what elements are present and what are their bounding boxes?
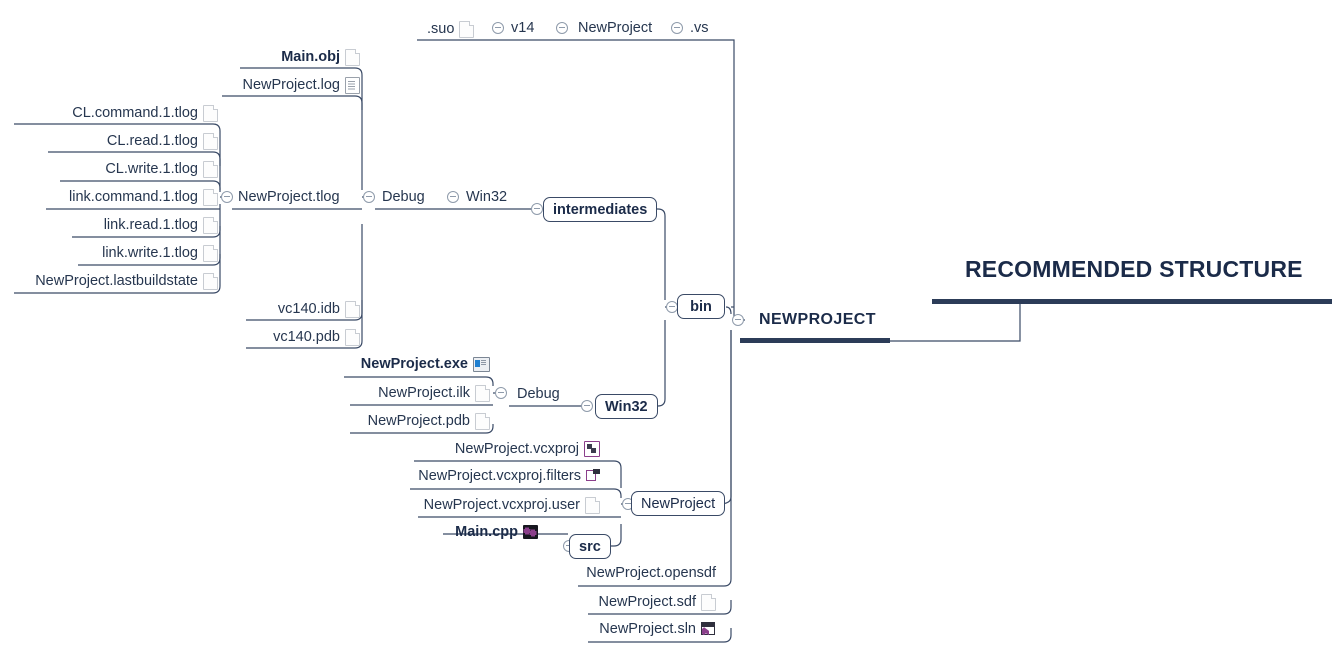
leaf-newproject-exe[interactable]: NewProject.exe — [300, 357, 490, 372]
leaf-label: CL.command.1.tlog — [72, 105, 198, 122]
leaf-newproject-log[interactable]: NewProject.log — [180, 77, 360, 94]
node-v14[interactable]: v14 — [511, 20, 535, 36]
node-src[interactable]: src — [569, 534, 611, 559]
node-vs-newproject[interactable]: NewProject — [578, 20, 653, 36]
leaf-label: NewProject.lastbuildstate — [35, 273, 198, 290]
node-win32-top[interactable]: Win32 — [466, 189, 508, 205]
collapse-toggle-tlog-group[interactable] — [221, 191, 233, 203]
node-newproject-folder[interactable]: NewProject — [631, 491, 726, 516]
collapse-toggle-newproject-tlog[interactable] — [363, 191, 375, 203]
root-node-title[interactable]: NEWPROJECT — [759, 311, 876, 328]
page-icon — [345, 301, 360, 318]
collapse-toggle-debug-top[interactable] — [447, 191, 459, 203]
collapse-toggle-vs-newproject[interactable] — [671, 22, 683, 34]
node-debug-top[interactable]: Debug — [382, 189, 425, 205]
page-icon — [203, 217, 218, 234]
page-icon — [459, 21, 475, 38]
collapse-toggle-debug-bin[interactable] — [495, 387, 507, 399]
page-icon — [345, 329, 360, 346]
leaf-label: NewProject.vcxproj — [454, 440, 579, 457]
page-icon — [585, 497, 600, 514]
leaf-label: link.read.1.tlog — [103, 217, 198, 234]
leaf-label: NewProject.exe — [360, 356, 468, 373]
leaf-cl-write-tlog[interactable]: CL.write.1.tlog — [20, 161, 218, 178]
leaf-link-command-tlog[interactable]: link.command.1.tlog — [20, 189, 218, 206]
newproject-underline-bar — [740, 338, 890, 343]
node-debug-bin[interactable]: Debug — [517, 386, 560, 402]
leaf-label: NewProject.pdb — [367, 413, 470, 430]
leaf-vcxproj-user[interactable]: NewProject.vcxproj.user — [390, 497, 600, 514]
leaf-label: vc140.idb — [277, 301, 340, 318]
leaf-label: NewProject.sln — [599, 621, 696, 637]
collapse-toggle-suo[interactable] — [492, 22, 504, 34]
structure-underline-bar — [932, 299, 1332, 304]
node-win32-bin[interactable]: Win32 — [595, 394, 658, 419]
leaf-label: NewProject.sdf — [598, 594, 696, 611]
leaf-cl-read-tlog[interactable]: CL.read.1.tlog — [20, 133, 218, 150]
leaf-lastbuildstate[interactable]: NewProject.lastbuildstate — [20, 273, 218, 290]
leaf-opensdf[interactable]: NewProject.opensdf — [520, 566, 716, 581]
leaf-label: NewProject.ilk — [378, 385, 470, 402]
leaf-label: Main.obj — [281, 49, 340, 66]
collapse-toggle-root[interactable] — [732, 314, 744, 326]
collapse-toggle-win32-bin[interactable] — [581, 400, 593, 412]
exe-icon — [473, 357, 490, 372]
page-title: RECOMMENDED STRUCTURE — [965, 256, 1303, 282]
leaf-vcxproj-filters[interactable]: NewProject.vcxproj.filters — [390, 468, 600, 484]
leaf-newproject-pdb[interactable]: NewProject.pdb — [300, 413, 490, 430]
vcxproj-icon — [584, 441, 600, 457]
leaf-label: NewProject.vcxproj.user — [423, 497, 580, 514]
leaf-main-obj[interactable]: Main.obj — [180, 49, 360, 66]
node-newproject-tlog[interactable]: NewProject.tlog — [238, 189, 340, 205]
leaf-label: CL.read.1.tlog — [106, 133, 198, 150]
leaf-vc140-idb[interactable]: vc140.idb — [180, 301, 360, 318]
leaf-suo[interactable]: .suo — [427, 21, 475, 38]
leaf-label: NewProject.vcxproj.filters — [418, 468, 581, 484]
leaf-label: link.write.1.tlog — [102, 245, 198, 262]
leaf-label: NewProject.log — [242, 77, 340, 94]
leaf-link-write-tlog[interactable]: link.write.1.tlog — [20, 245, 218, 262]
page-icon — [203, 133, 218, 150]
page-icon — [475, 385, 490, 402]
leaf-label: CL.write.1.tlog — [105, 161, 198, 178]
collapse-toggle-v14[interactable] — [556, 22, 568, 34]
leaf-vc140-pdb[interactable]: vc140.pdb — [180, 329, 360, 346]
leaf-label: Main.cpp — [455, 524, 518, 540]
leaf-main-cpp[interactable]: Main.cpp — [390, 525, 538, 540]
leaf-label: NewProject.opensdf — [586, 565, 716, 581]
sln-icon — [701, 622, 716, 636]
leaf-vcxproj[interactable]: NewProject.vcxproj — [390, 441, 600, 457]
leaf-link-read-tlog[interactable]: link.read.1.tlog — [20, 217, 218, 234]
page-icon — [203, 105, 218, 122]
page-icon — [203, 245, 218, 262]
log-icon — [345, 77, 360, 94]
leaf-label: .suo — [427, 21, 455, 38]
page-icon — [203, 273, 218, 290]
page-icon — [203, 161, 218, 178]
page-icon — [345, 49, 360, 66]
collapse-toggle-intermediates[interactable] — [531, 203, 543, 215]
node-vs[interactable]: .vs — [690, 20, 709, 36]
filters-icon — [586, 468, 600, 483]
leaf-newproject-ilk[interactable]: NewProject.ilk — [300, 385, 490, 402]
page-icon — [475, 413, 490, 430]
cpp-icon — [523, 525, 538, 540]
leaf-label: link.command.1.tlog — [69, 189, 198, 206]
node-bin[interactable]: bin — [677, 294, 725, 319]
leaf-sdf[interactable]: NewProject.sdf — [520, 594, 716, 611]
leaf-sln[interactable]: NewProject.sln — [520, 622, 716, 637]
page-icon — [203, 189, 218, 206]
page-icon — [701, 594, 716, 611]
leaf-cl-command-tlog[interactable]: CL.command.1.tlog — [20, 105, 218, 122]
leaf-label: vc140.pdb — [273, 329, 340, 346]
node-intermediates[interactable]: intermediates — [543, 197, 658, 222]
